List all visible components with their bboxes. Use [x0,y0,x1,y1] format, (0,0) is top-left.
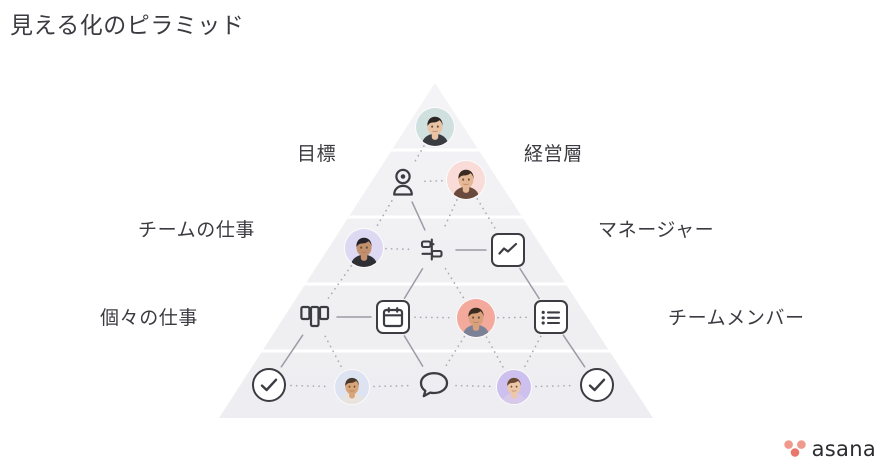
avatar [345,229,383,267]
reporting-chart-icon[interactable] [491,233,525,267]
label-managers: マネージャー [598,220,715,241]
avatar-manager-male[interactable] [345,229,383,267]
avatar [447,161,485,199]
avatar [457,299,495,337]
connection-line [535,384,576,388]
node-connections [280,145,586,388]
avatar-team-member[interactable] [457,299,495,337]
board-icon [299,301,331,333]
task-complete-icon-2[interactable] [580,368,614,402]
label-goals: 目標 [297,144,337,165]
reporting-chart-icon [491,233,525,267]
list-icon [534,300,568,334]
connection-line [523,335,542,369]
connection-line [413,145,425,164]
label-individual-work: 個々の仕事 [100,308,199,329]
avatar-contributor-1[interactable] [335,370,369,404]
task-complete-icon [252,368,286,402]
calendar-icon[interactable] [376,300,410,334]
connection-line [476,198,498,232]
connection-line [485,336,505,369]
comment-bubble-icon [418,369,450,401]
list-icon[interactable] [534,300,568,334]
asana-wordmark: asana [811,437,876,461]
workflow-icon [418,234,450,266]
avatar [416,108,454,146]
asana-logo: asana [783,437,876,461]
avatar [335,370,369,404]
label-executives: 経営層 [524,144,583,165]
page-title: 見える化のピラミッド [10,12,245,38]
connection-line [444,267,466,301]
connection-line [442,199,458,231]
connection-line [324,335,343,369]
calendar-icon [376,300,410,334]
connection-line [444,335,466,368]
connection-line [374,200,393,230]
comment-bubble-icon[interactable] [418,369,450,401]
avatar [497,370,531,404]
connection-line [519,267,540,300]
connection-line [326,265,353,300]
workflow-icon[interactable] [418,234,450,266]
board-icon[interactable] [299,301,331,333]
connection-line [411,201,426,231]
avatar-executive[interactable] [416,108,454,146]
goal-icon [387,166,419,198]
task-complete-icon[interactable] [252,368,286,402]
label-team-members: チームメンバー [668,308,805,329]
avatar-contributor-2[interactable] [497,370,531,404]
task-complete-icon-2 [580,368,614,402]
goal-icon[interactable] [387,166,419,198]
connection-line [403,335,424,367]
connection-line [403,268,424,299]
connection-line [373,384,413,388]
connection-line [290,384,331,388]
label-team-work: チームの仕事 [138,220,256,241]
connection-line [562,334,586,368]
connection-line [280,334,304,368]
connection-line [385,247,413,251]
connection-line [455,384,493,388]
asana-dots-icon [783,440,806,457]
avatar-manager-female[interactable] [447,161,485,199]
